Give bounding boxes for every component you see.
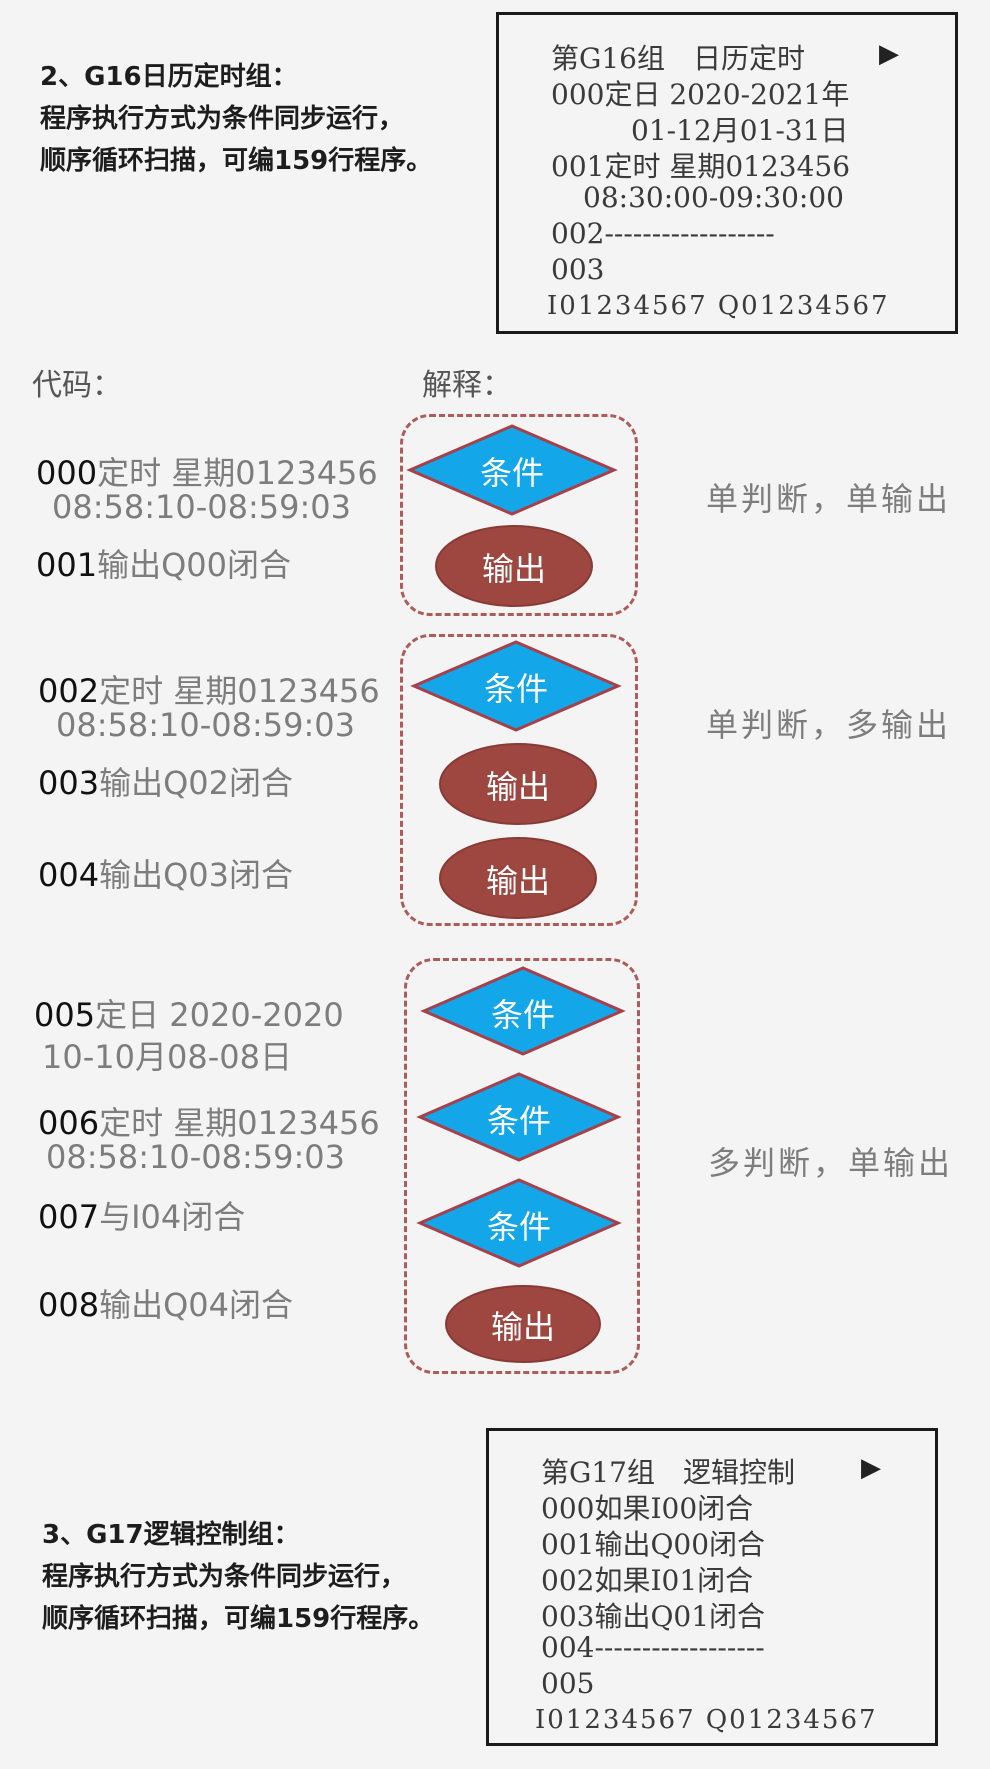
code-row-002: 002定时 星期0123456 [38,666,380,712]
code-row-000-sub: 08:58:10-08:59:03 [52,488,351,526]
explain-header: 解释： [422,368,512,403]
note-multi-single: 多判断，单输出 [708,1144,954,1182]
output-label: 输出 [485,862,550,900]
section3-intro: 3、G17逻辑控制组： 程序执行方式为条件同步运行， 顺序循环扫描，可编159行… [42,1514,434,1640]
output-label: 输出 [490,1308,555,1346]
note-single-multi: 单判断，多输出 [706,706,952,744]
code-row-005-sub: 10-10月08-08日 [42,1038,292,1076]
output-label: 输出 [481,550,546,588]
lcd2-io-status: I01234567 Q01234567 [535,1705,878,1735]
code-line-number: 007 [38,1198,100,1236]
ellipse-shape-icon [445,1285,601,1363]
code-line-text: 输出Q03闭合 [99,856,293,894]
section3-line1: 程序执行方式为条件同步运行， [42,1562,407,1592]
code-line-text: 与I04闭合 [99,1198,246,1236]
code-row-005: 005定日 2020-2020 [34,990,344,1036]
diamond-shape-icon [406,424,618,516]
ellipse-shape-icon [435,525,593,607]
lcd1-line5: 08:30:00-09:30:00 [583,181,844,214]
diamond-shape-icon [416,1072,622,1162]
code-row-002-sub: 08:58:10-08:59:03 [56,706,355,744]
output-ellipse: 输出 [444,1284,602,1364]
condition-label: 条件 [483,670,548,708]
code-row-001: 001输出Q00闭合 [36,540,291,586]
output-ellipse: 输出 [438,836,598,920]
lcd1-line4: 001定时 星期0123456 [551,150,851,183]
output-label: 输出 [485,768,550,806]
code-line-text: 输出Q04闭合 [99,1286,293,1324]
lcd2-line7: 005 [541,1667,595,1700]
code-line-number: 005 [34,996,96,1034]
code-row-008: 008输出Q04闭合 [38,1280,293,1326]
lcd1-line1: 第G16组 日历定时 [551,42,805,75]
lcd-display-g17: 第G17组 逻辑控制 ▶ 000如果I00闭合 001输出Q00闭合 002如果… [486,1428,938,1746]
code-line-text: 定时 星期0123456 [99,672,380,710]
note-single-single: 单判断，单输出 [706,480,952,518]
code-line-number: 006 [38,1104,100,1142]
flowchart-group-3 [404,958,640,1374]
code-line-number: 008 [38,1286,100,1324]
condition-diamond: 条件 [420,964,626,1058]
code-line-text: 输出Q00闭合 [97,546,291,584]
ellipse-shape-icon [439,743,597,825]
lcd2-arrow-icon: ▶ [861,1453,881,1483]
lcd2-line2: 000如果I00闭合 [541,1492,754,1525]
section3-title: 3、G17逻辑控制组： [42,1520,300,1550]
code-line-text: 定时 星期0123456 [99,1104,380,1142]
code-line-number: 001 [36,546,98,584]
ellipse-shape-icon [439,837,597,919]
lcd1-line2: 000定日 2020-2021年 [551,78,850,111]
diamond-shape-icon [420,966,626,1056]
section2-line1: 程序执行方式为条件同步运行， [40,104,405,134]
code-row-003: 003输出Q02闭合 [38,758,293,804]
code-row-004: 004输出Q03闭合 [38,850,293,896]
code-line-text: 输出Q02闭合 [99,764,293,802]
condition-label: 条件 [486,1102,551,1140]
code-line-number: 000 [36,454,98,492]
section2-line2: 顺序循环扫描，可编159行程序。 [40,146,433,176]
lcd1-io-status: I01234567 Q01234567 [547,291,890,321]
lcd1-line6: 002------------------ [551,217,775,250]
code-line-text: 定时 星期0123456 [97,454,378,492]
flowchart-group-2 [400,634,638,926]
lcd1-line7: 003 [551,253,605,286]
condition-label: 条件 [479,454,544,492]
flowchart-group-1 [400,414,638,616]
lcd1-arrow-icon: ▶ [879,39,899,69]
code-line-text: 定日 2020-2020 [95,996,344,1034]
lcd2-line3: 001输出Q00闭合 [541,1528,766,1561]
condition-label: 条件 [486,1208,551,1246]
code-header: 代码： [32,368,122,403]
code-row-007: 007与I04闭合 [38,1192,245,1238]
section2-title: 2、G16日历定时组： [40,62,298,92]
code-row-006: 006定时 星期0123456 [38,1098,380,1144]
code-line-number: 002 [38,672,100,710]
lcd2-line1: 第G17组 逻辑控制 [541,1456,795,1489]
condition-diamond: 条件 [406,422,618,518]
code-row-006-sub: 08:58:10-08:59:03 [46,1138,345,1176]
lcd2-line6: 004------------------ [541,1631,765,1664]
lcd2-line5: 003输出Q01闭合 [541,1600,766,1633]
output-ellipse: 输出 [434,524,594,608]
diamond-shape-icon [410,640,622,732]
lcd2-line4: 002如果I01闭合 [541,1564,754,1597]
condition-diamond: 条件 [416,1176,622,1270]
condition-diamond: 条件 [416,1070,622,1164]
condition-diamond: 条件 [410,638,622,734]
section3-line2: 顺序循环扫描，可编159行程序。 [42,1604,435,1634]
code-row-000: 000定时 星期0123456 [36,448,378,494]
output-ellipse: 输出 [438,742,598,826]
section2-intro: 2、G16日历定时组： 程序执行方式为条件同步运行， 顺序循环扫描，可编159行… [40,56,432,182]
lcd-display-g16: 第G16组 日历定时 ▶ 000定日 2020-2021年 01-12月01-3… [496,12,958,334]
code-line-number: 004 [38,856,100,894]
lcd1-line3: 01-12月01-31日 [631,114,849,147]
condition-label: 条件 [490,996,555,1034]
code-line-number: 003 [38,764,100,802]
diamond-shape-icon [416,1178,622,1268]
